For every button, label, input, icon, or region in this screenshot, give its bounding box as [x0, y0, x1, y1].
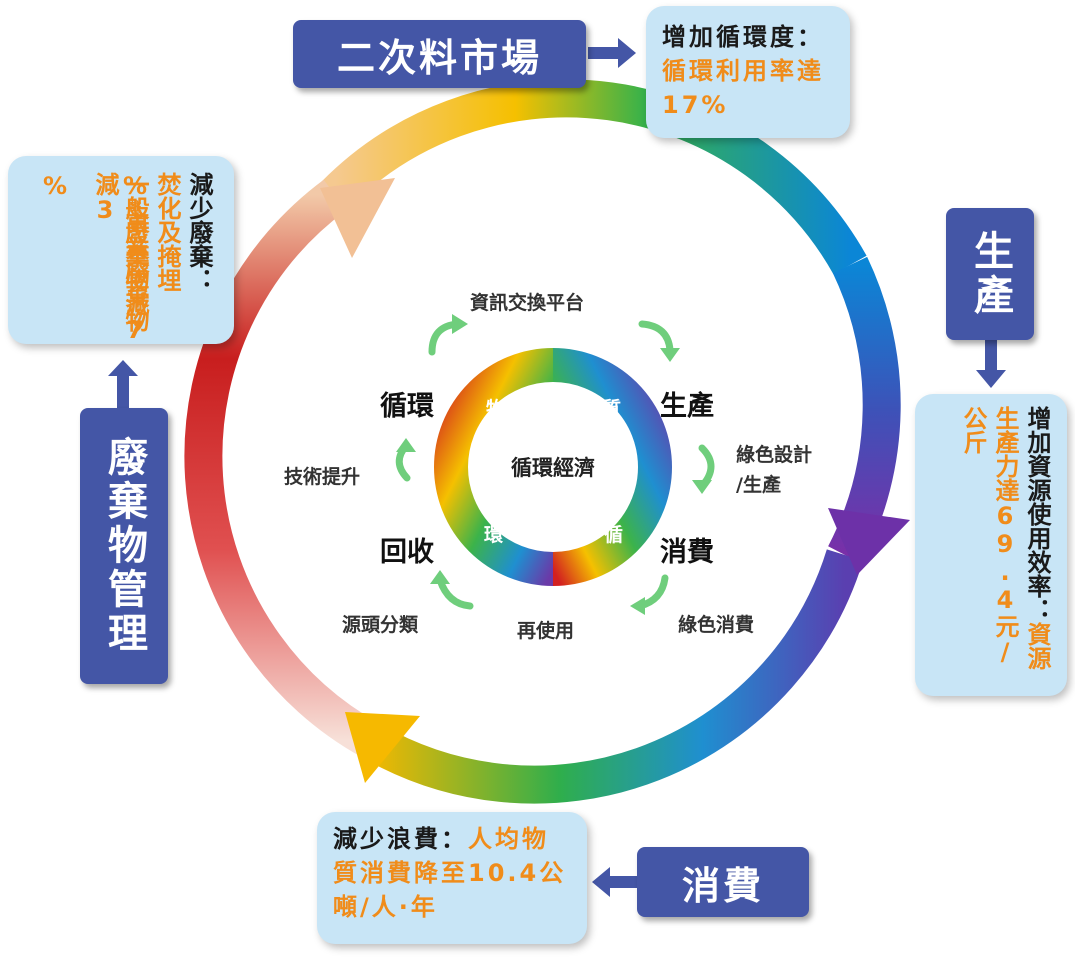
node-consume: 消費 [660, 537, 714, 568]
callout-consumption: 減少浪費：人均物質消費降至10.4公噸/人·年 [317, 812, 587, 944]
callout-production: 增加資源使用效率：資源生產力達69.4元/公斤 [915, 394, 1067, 696]
cycle-arrowhead [692, 480, 712, 494]
callout-heading: 增加循環度： [662, 23, 824, 51]
stage-production: 生產 [946, 208, 1034, 340]
cycle-arrowhead [660, 348, 680, 362]
callout-line-2: 一般廢棄物減7 [121, 172, 149, 344]
stage-waste-management: 廢棄物管理 [80, 408, 168, 684]
connector-arrow-shaft [608, 876, 640, 888]
ring-arc-top [321, 79, 867, 275]
connector-arrow-shaft [985, 340, 997, 372]
connector-arrow-shaft [117, 374, 129, 408]
ring-char-top-right: 質 [602, 398, 622, 420]
connector-arrow-head [976, 370, 1006, 388]
cycle-arrowhead [396, 438, 416, 452]
ring-char-bottom-left: 環 [484, 524, 504, 546]
connector-arrow-head [108, 360, 138, 376]
callout-heading: 減少浪費： [333, 825, 468, 853]
stage-consumption: 消費 [637, 847, 809, 917]
callout-heading: 減少廢棄： [185, 172, 213, 292]
ring-arc-left [184, 179, 380, 757]
connector-arrow-shaft [588, 47, 620, 59]
cycle-arrowhead [430, 570, 450, 584]
center-title: 循環經濟 [511, 456, 595, 480]
connector-arrow-head [618, 38, 636, 68]
callout-line-3: %註事業廢棄物減3 [90, 172, 150, 344]
callout-waste-management: 減少廢棄： 焚化及掩埋 一般廢棄物減7 %註事業廢棄物減3 % [8, 156, 234, 344]
connector-arrow-head [592, 867, 610, 897]
label-green-design-line2: /生產 [736, 474, 781, 496]
stage-secondary-market: 二次料市場 [293, 20, 586, 88]
ring-arrowhead-right [828, 508, 910, 575]
cycle-arrowhead [452, 314, 468, 334]
cycle-arrow-top-right [638, 320, 674, 354]
ring-char-top-left: 物 [486, 398, 506, 420]
inner-ring-right [552, 348, 672, 586]
callout-secondary-market: 增加循環度： 循環利用率達17% [646, 6, 850, 138]
callout-body: 循環利用率達17% [662, 57, 824, 119]
callout-line-4: 事業廢棄物減3 [91, 172, 149, 332]
callout-body: 人均物質消費降至10.4公噸/人·年 [333, 825, 567, 921]
ring-arrowhead-top-left [320, 178, 395, 258]
cycle-arrowhead [630, 597, 645, 615]
label-info-platform: 資訊交換平台 [470, 292, 585, 314]
label-source-sort: 源頭分類 [342, 614, 419, 636]
percent-sign: % [121, 172, 149, 200]
node-collect: 回收 [380, 537, 434, 568]
label-reuse: 再使用 [517, 620, 575, 642]
inner-ring-left [434, 348, 554, 586]
node-recycle: 循環 [380, 391, 434, 422]
callout-line-5: % [41, 172, 69, 200]
ring-arrowhead-bottom-left [345, 712, 420, 783]
label-green-consume: 綠色消費 [678, 614, 755, 636]
node-produce: 生產 [660, 391, 714, 422]
callout-body: 資源生產力達69.4元/公斤 [959, 406, 1051, 670]
callout-heading: 增加資源使用效率： [1023, 406, 1051, 622]
ring-arc-bottom [360, 549, 864, 804]
callout-footnote: 註 [128, 200, 142, 212]
label-green-design-line1: 綠色設計 [736, 444, 813, 466]
label-green-design: 綠色設計 /生產 [736, 440, 812, 500]
label-tech-upgrade: 技術提升 [284, 466, 361, 488]
callout-line-1: 焚化及掩埋 [153, 172, 181, 292]
ring-char-bottom-right: 循 [604, 524, 624, 546]
